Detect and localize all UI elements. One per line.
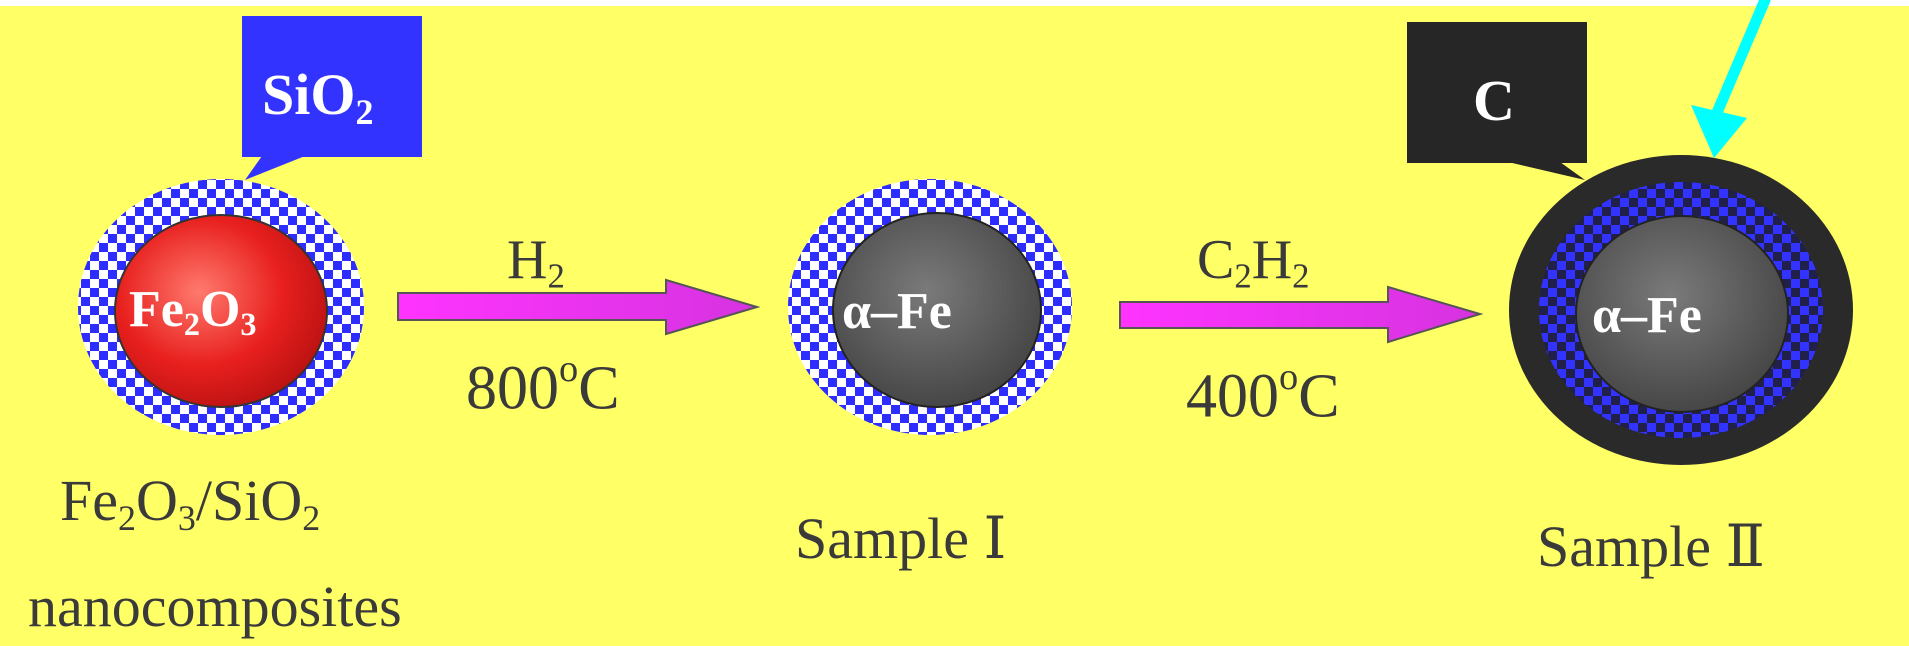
- sio2-callout: [242, 16, 422, 180]
- core-label-sample-1: α–Fe: [842, 283, 952, 340]
- reagent-label-1: H2: [507, 229, 565, 296]
- caption-nanocomposites: nanocomposites: [28, 574, 402, 639]
- core-label-fe2o3: Fe2O3: [129, 281, 257, 343]
- reagent-label-2: C2H2: [1197, 229, 1310, 296]
- particle-sample-2: [1509, 155, 1853, 465]
- caption-sample-1: Sample Ⅰ: [795, 506, 1007, 571]
- particle-sample-1: [788, 179, 1072, 435]
- reaction-arrow-2: [1119, 285, 1484, 344]
- caption-fe2o3-sio2: Fe2O3/SiO2: [60, 468, 321, 539]
- sio2-callout-sub: 2: [355, 92, 374, 133]
- core-label-sample-2: α–Fe: [1592, 287, 1702, 344]
- sio2-callout-label: SiO2: [262, 66, 373, 131]
- caption-sample-2: Sample Ⅱ: [1537, 514, 1765, 579]
- c-callout: [1407, 22, 1587, 180]
- cyan-pointer-arrow: [1691, 0, 1771, 158]
- reaction-arrow-1: [397, 278, 761, 336]
- sio2-callout-main: SiO: [262, 62, 356, 127]
- temperature-label-2: 400oC: [1186, 356, 1340, 431]
- particle-fe2o3-sio2: [78, 179, 364, 435]
- temperature-label-1: 800oC: [466, 348, 620, 423]
- c-callout-label: C: [1473, 68, 1515, 133]
